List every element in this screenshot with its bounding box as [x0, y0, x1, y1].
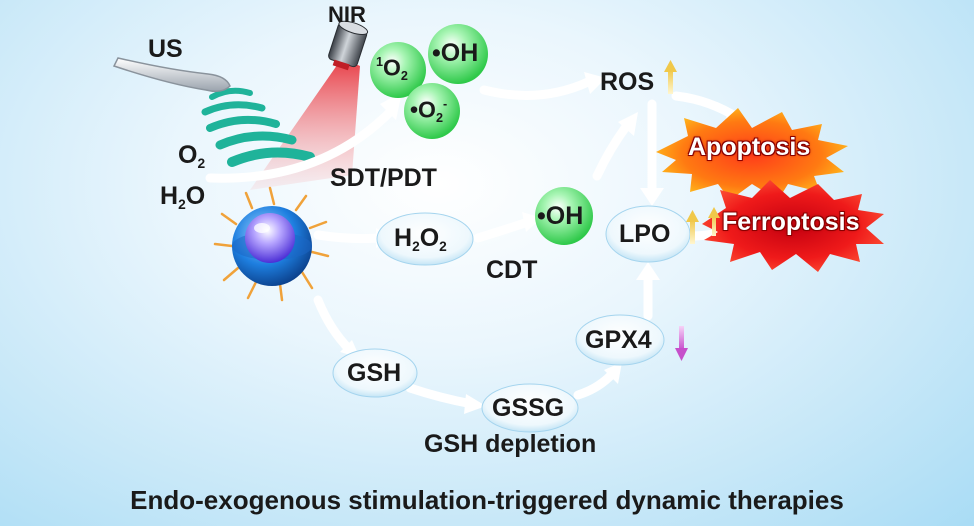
- ferroptosis-increase-arrow: [708, 207, 720, 236]
- gpx4-decrease-arrow: [675, 326, 688, 361]
- gsh-label: GSH: [347, 359, 402, 387]
- hydroxyl-radical-label-top: •OH: [432, 39, 479, 67]
- singlet-oxygen-label: 1O2: [376, 54, 408, 83]
- gpx4-oval: [575, 314, 665, 366]
- apoptosis-label: Apoptosis: [688, 133, 811, 161]
- arrow-species-to-ros: [479, 77, 593, 100]
- o2-label: O2: [178, 141, 206, 171]
- hydroxyl-radical-bubble-cdt: [535, 187, 593, 245]
- superoxide-label: •O2-: [410, 96, 448, 125]
- ferroptosis-label: Ferroptosis: [722, 208, 860, 236]
- cdt-label: CDT: [486, 256, 538, 284]
- ultrasound-wave-icon: [201, 87, 315, 167]
- apoptosis-burst: [656, 108, 848, 200]
- us-label: US: [148, 35, 183, 63]
- arrow-gsh-to-gssg: [405, 383, 477, 409]
- arrow-nano-to-h2o2: [313, 230, 385, 244]
- hydroxyl-radical-label-cdt: •OH: [537, 202, 584, 230]
- h2o2-oval: [376, 212, 474, 266]
- arrowhead-to-ros: [380, 92, 402, 120]
- gpx4-label: GPX4: [585, 326, 652, 354]
- sdt-pdt-label: SDT/PDT: [330, 164, 437, 192]
- gssg-oval: [481, 383, 579, 433]
- h2o-label: H2O: [160, 182, 206, 212]
- h2o2-label: H2O2: [394, 224, 447, 254]
- arrowhead-species-to-ros: [584, 72, 606, 94]
- ultrasound-probe-icon: [112, 57, 231, 93]
- diagram-caption: Endo-exogenous stimulation-triggered dyn…: [130, 485, 844, 515]
- gsh-oval: [332, 348, 418, 398]
- ros-label: ROS: [600, 68, 655, 96]
- singlet-oxygen-bubble: [370, 42, 426, 98]
- gssg-label: GSSG: [492, 394, 565, 422]
- arrowhead-oh-to-ros: [618, 112, 638, 136]
- nir-label: NIR: [328, 2, 366, 27]
- superoxide-bubble: [404, 83, 460, 139]
- hydroxyl-radical-bubble-top: [428, 24, 488, 84]
- arrow-h2o2-to-oh: [473, 217, 533, 243]
- arrow-oh-to-ros: [592, 119, 633, 181]
- lpo-increase-arrow: [686, 210, 699, 244]
- nir-laser-icon: [328, 20, 369, 71]
- ferroptosis-burst: [702, 180, 884, 272]
- ros-increase-arrow: [664, 60, 677, 94]
- lpo-label: LPO: [619, 220, 671, 248]
- arrow-to-ros: [205, 107, 395, 183]
- nanoparticle-icon: [213, 186, 330, 302]
- arrowhead-gpx4-to-lpo: [636, 262, 660, 280]
- arrow-gssg-to-gpx4: [573, 367, 619, 400]
- gsh-depletion-label: GSH depletion: [424, 430, 597, 458]
- arrowhead-gssg-to-gpx4: [604, 362, 622, 384]
- arrow-nano-to-gsh: [313, 295, 355, 355]
- arrowhead-gsh-to-gssg: [464, 394, 486, 414]
- arrowhead-ros-to-lpo: [640, 188, 664, 206]
